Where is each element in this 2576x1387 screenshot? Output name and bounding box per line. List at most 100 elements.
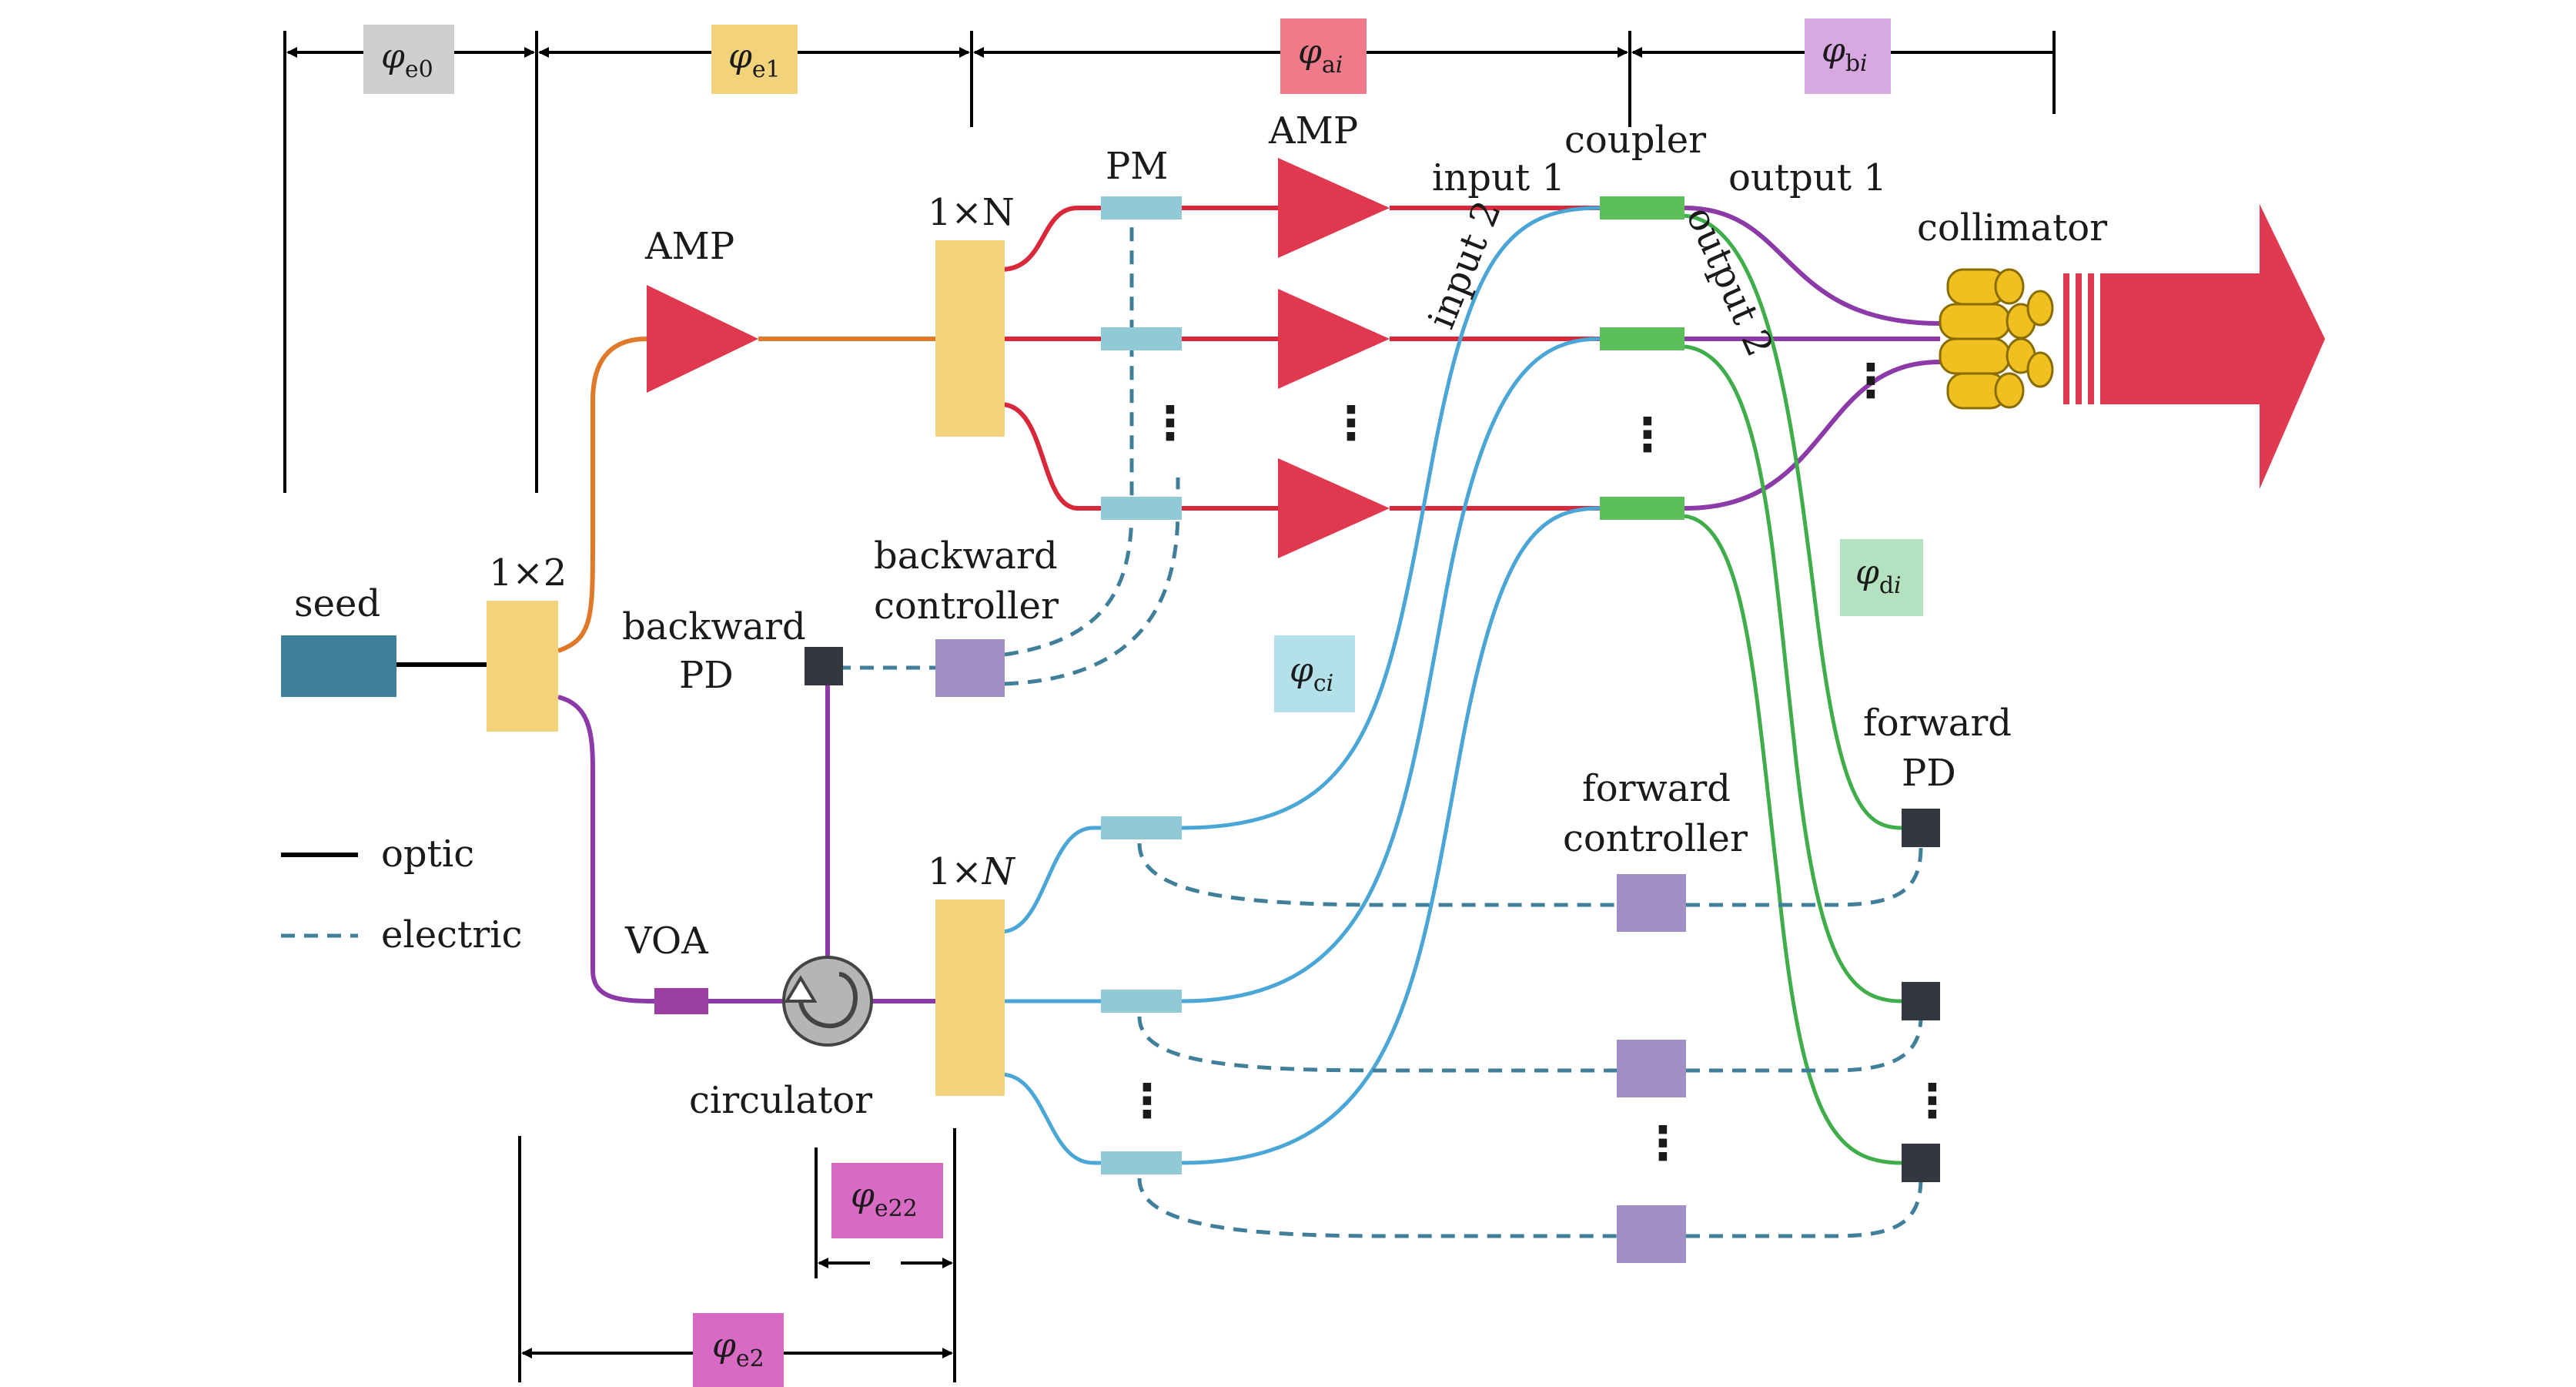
amp-2 [1278,289,1390,389]
phi-ci-sub-italic: i [1326,670,1334,697]
splitter-to-amp-fiber [557,337,647,653]
circulator-label: circulator [689,1079,872,1122]
input2-fiber-2 [1181,337,1601,1003]
backward-pd [805,647,843,685]
phi-e1-box [711,25,798,94]
phi-di-label: φdi [1840,539,1923,616]
pm-label: PM [1106,145,1168,188]
collimator-label: collimator [1917,206,2107,250]
legend-electric-label: electric [381,913,523,956]
forward-controller-ellipsis: ⋮ [1640,1117,1686,1171]
forward-pd-2 [1902,982,1940,1020]
splitter-1xN-top-label: 1×N [928,191,1015,234]
coupler-2 [1600,327,1684,350]
phi-bi-box [1805,18,1891,94]
electric-lines [837,208,1923,1238]
svg-text:φdi: φdi [1855,553,1902,599]
phi-di-box [1840,539,1923,616]
input1-label: input 1 [1432,156,1565,199]
phi-e22-box [831,1163,943,1238]
input2-label: input 2 [1420,195,1510,334]
phi-bi-symbol: φ [1822,31,1845,70]
phi-ai-symbol: φ [1298,32,1322,72]
ref-pm-ellipsis: ⋮ [1124,1074,1170,1128]
phi-e1-label: φe1 [711,25,798,94]
splitter-1xN-bottom-prefix: 1× [928,850,982,893]
phi-e0-sub: e0 [405,56,433,83]
phi-di-symbol: φ [1855,553,1879,592]
amp-n [1278,458,1390,558]
input2-fiber-n [1181,506,1601,1165]
phi-bi-label: φbi [1805,18,1891,94]
splitter-1x2 [487,601,558,732]
collimator [1939,268,2054,410]
coupler-label: coupler [1564,119,1706,162]
voa [654,988,708,1014]
reference-path-fibers [557,682,935,1003]
splitter-to-voa-fiber [557,695,655,1003]
splitter-1xN-bottom [935,900,1005,1096]
phi-e2-box [693,1313,784,1387]
phi-e1-sub: e1 [752,56,781,83]
amp-ellipsis: ⋮ [1328,397,1374,451]
svg-text:φe2: φe2 [712,1326,764,1372]
branch-n-fiber [1000,402,1101,511]
forward-controller-n [1617,1205,1686,1263]
phi-ai-label: φai [1280,18,1367,94]
forward-controller-2 [1617,1040,1686,1097]
phi-e2-symbol: φ [712,1326,736,1365]
forward-pd-ellipsis: ⋮ [1909,1074,1955,1128]
svg-text:φe0: φe0 [381,37,433,83]
forward-controllers [1617,874,1686,1263]
phi-e22-symbol: φ [851,1176,875,1215]
legend-optic-label: optic [381,833,474,876]
amp-1 [1278,158,1390,258]
seed-label: seed [294,582,380,625]
splitter-1xN-bottom-n: N [982,850,1016,893]
blue-fibers [1000,206,1601,1165]
pm-ellipsis: ⋮ [1147,397,1193,451]
backward-pd-label-2: PD [679,654,734,697]
forward-pd-label-2: PD [1902,752,1956,795]
collimator-ellipsis: ⋮ [1848,354,1894,408]
forward-pd-label-1: forward [1863,702,2012,745]
amp-array-label: AMP [1268,109,1358,152]
phi-bi-sub-italic: i [1860,50,1868,77]
forward-pd-1 [1902,809,1940,847]
backward-controller-label-1: backward [874,534,1058,578]
phi-e22-label: φe22 [831,1163,943,1238]
phi-e2-sub: e2 [736,1345,764,1372]
phi-ci-label: φci [1274,635,1355,712]
phi-ai-sub: a [1322,52,1336,79]
output2-fiber-1 [1684,213,1902,830]
pm-1 [1101,196,1182,219]
output1-label: output 1 [1728,156,1887,199]
first-amplifier [647,285,758,393]
output2-fiber-2 [1684,344,1902,1003]
phi-ci-symbol: φ [1290,651,1313,690]
forward-controller-1 [1617,874,1686,932]
seed-laser [281,635,396,697]
phi-bi-sub: b [1845,50,1860,77]
phi-e0-box [363,25,454,94]
forward-pds [1902,809,1940,1182]
input2-fiber-1 [1181,206,1601,830]
splitter-1x2-label: 1×2 [489,551,567,595]
legend: optic electric [281,833,523,956]
amplifier-array [1278,158,1390,558]
output2-fiber-n [1684,514,1902,1165]
green-fibers [1684,213,1902,1165]
optical-fibers-top [396,206,1941,667]
coupler-n [1600,497,1684,520]
phi-ai-box [1280,18,1367,94]
coupler-1 [1600,196,1684,219]
phi-ci-sub: c [1313,670,1326,697]
backward-controller [935,639,1005,697]
forward-controller-label-2: controller [1563,817,1748,860]
phi-ci-box [1274,635,1355,712]
svg-text:φe1: φe1 [728,37,781,83]
forward-pd-n [1902,1144,1940,1182]
couplers [1600,196,1684,520]
phi-di-sub-italic: i [1894,572,1902,599]
